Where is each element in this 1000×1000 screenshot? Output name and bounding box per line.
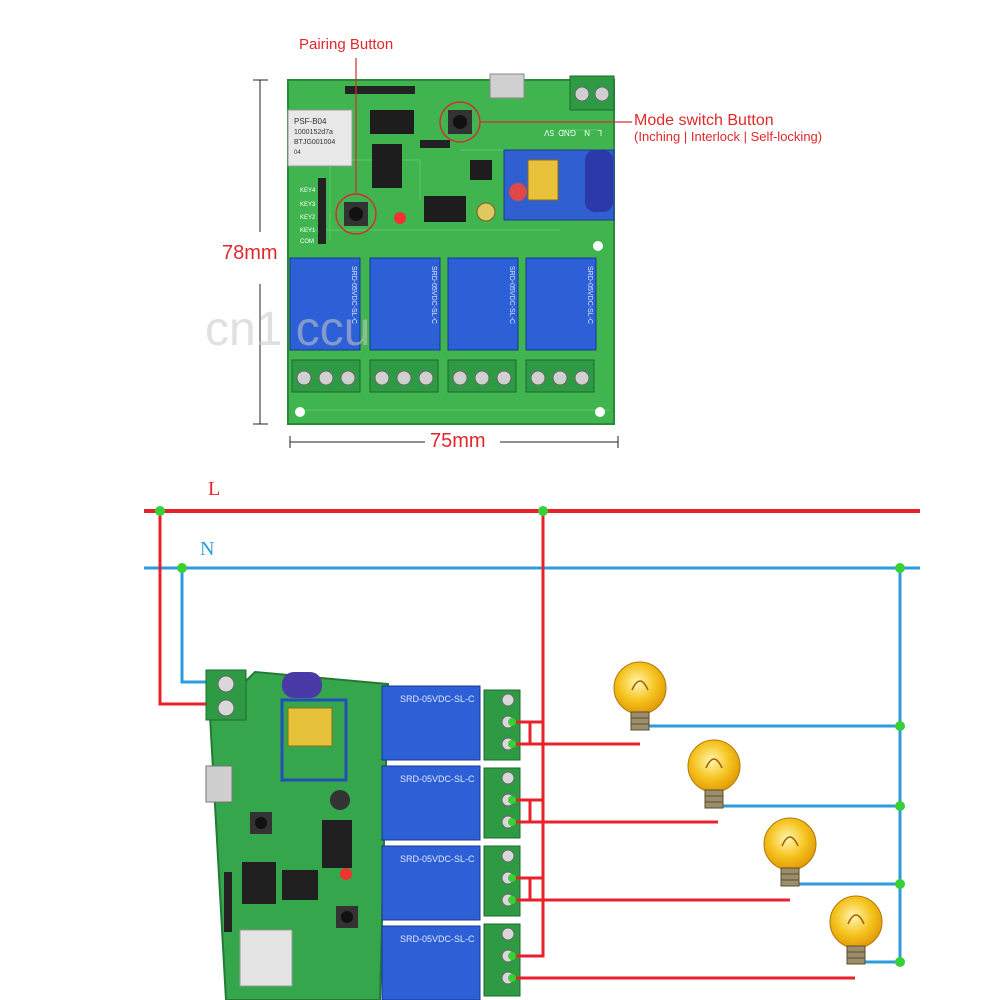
relay-text-3: SRD-05VDC-SL-C bbox=[508, 266, 515, 324]
power-label-gnd: GND bbox=[558, 128, 576, 137]
watermark-text: cn1 ccu bbox=[205, 303, 371, 356]
height-dimension-label: 78mm bbox=[222, 242, 278, 264]
module-text-3: 04 bbox=[294, 150, 301, 156]
key-label-2: KEY2 bbox=[300, 215, 316, 221]
power-label-l: L bbox=[597, 128, 602, 137]
relay-b-text-3: SRD-05VDC-SL-C bbox=[400, 854, 475, 864]
lamp-feed-wires bbox=[512, 742, 855, 980]
relay-text-1: SRD-05VDC-SL-C bbox=[350, 266, 357, 324]
key-label-3: KEY3 bbox=[300, 202, 316, 208]
output-terminals-top bbox=[291, 359, 595, 393]
width-dimension-label: 75mm bbox=[430, 430, 486, 452]
led-red bbox=[394, 212, 406, 224]
pin-header bbox=[318, 86, 450, 244]
lamp-neutral-wires bbox=[648, 724, 900, 964]
relay-text-2: SRD-05VDC-SL-C bbox=[430, 266, 437, 324]
lamp-3-icon bbox=[763, 817, 817, 887]
usb-port bbox=[489, 73, 525, 99]
relay-b-text-4: SRD-05VDC-SL-C bbox=[400, 934, 475, 944]
power-label-n: N bbox=[584, 128, 590, 137]
neutral-line-label: N bbox=[200, 538, 215, 560]
relay-b-text-1: SRD-05VDC-SL-C bbox=[400, 694, 475, 704]
relays-bottom bbox=[381, 685, 481, 1000]
live-line-label: L bbox=[208, 478, 221, 500]
pairing-button-label: Pairing Button bbox=[299, 36, 394, 53]
power-supply-module bbox=[503, 149, 615, 221]
lamp-1-icon bbox=[613, 661, 667, 731]
junction-nodes bbox=[155, 506, 905, 982]
mode-switch-sub-label: (Inching | Interlock | Self-locking) bbox=[634, 129, 823, 144]
power-label-5v: 5V bbox=[544, 128, 554, 137]
module-text-1: 1000152d7a bbox=[294, 129, 333, 136]
capacitor bbox=[476, 202, 496, 222]
key-label-4: KEY4 bbox=[300, 188, 316, 194]
module-text-2: BTJG001004 bbox=[294, 139, 335, 146]
ic-chips bbox=[370, 110, 492, 222]
neutral-feed-wire bbox=[180, 568, 222, 684]
relay-1 bbox=[289, 257, 361, 351]
mode-switch-label: Mode switch Button bbox=[634, 112, 774, 129]
relay-text-4: SRD-05VDC-SL-C bbox=[586, 266, 593, 324]
wiring-diagram: SRD-05VDC-SL-C SRD-05VDC-SL-C SRD-05VDC-… bbox=[144, 506, 920, 1000]
board-top-illustration: PSF-B04 1000152d7a BTJG001004 04 KEY4 KE… bbox=[253, 58, 632, 448]
live-feed-wire bbox=[158, 511, 222, 706]
mounting-holes bbox=[295, 241, 605, 417]
relay-3 bbox=[447, 257, 519, 351]
output-terminals-bottom bbox=[483, 689, 521, 997]
width-dimension-line bbox=[289, 436, 619, 448]
power-terminal bbox=[569, 75, 615, 111]
lamp-4-icon bbox=[829, 895, 883, 965]
key-label-com: COM bbox=[300, 239, 314, 245]
pcb-bottom bbox=[205, 669, 390, 1000]
relay-2 bbox=[369, 257, 441, 351]
lamp-2-icon bbox=[687, 739, 741, 809]
relay-4 bbox=[525, 257, 597, 351]
key-label-1: KEY1 bbox=[300, 228, 316, 234]
relays-top bbox=[289, 257, 597, 351]
relay-b-text-2: SRD-05VDC-SL-C bbox=[400, 774, 475, 784]
height-dimension-line bbox=[253, 79, 268, 425]
wifi-module: PSF-B04 1000152d7a BTJG001004 04 bbox=[287, 109, 353, 167]
pairing-button bbox=[335, 193, 377, 235]
module-text-0: PSF-B04 bbox=[294, 117, 327, 126]
